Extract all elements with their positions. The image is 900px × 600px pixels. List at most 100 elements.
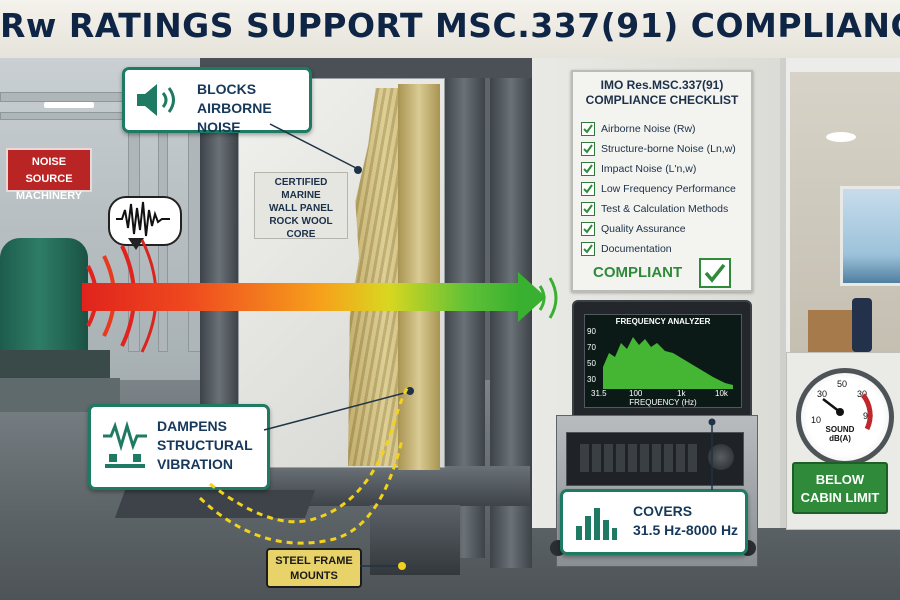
- mounts-line2: MOUNTS: [290, 570, 338, 582]
- machinery-base: [0, 350, 110, 380]
- callout-vibration: DAMPENS STRUCTURAL VIBRATION: [88, 404, 270, 490]
- page-title: Rw RATINGS SUPPORT MSC.337(91) COMPLIANC…: [0, 6, 900, 45]
- checklist-item: Impact Noise (L'n,w): [581, 160, 696, 178]
- x-tick-label: 10k: [715, 389, 728, 398]
- mounts-leader: [360, 562, 406, 570]
- frequency-analyzer: FREQUENCY ANALYZER 90 70 50 30 31.5 100 …: [572, 300, 752, 422]
- checklist-item-label: Airborne Noise (Rw): [601, 123, 696, 135]
- spectrum-plot: [603, 337, 733, 389]
- callout-vibration-text: DAMPENS STRUCTURAL VIBRATION: [157, 417, 253, 474]
- check-icon: [581, 202, 595, 216]
- callout-frequency-line2: 31.5 Hz-8000 Hz: [633, 522, 739, 538]
- gauge-needle: [822, 393, 873, 431]
- callout-airborne-line1: BLOCKS: [197, 81, 257, 97]
- callout-frequency: COVERS 31.5 Hz-8000 Hz: [560, 489, 748, 555]
- y-tick-label: 50: [587, 359, 596, 368]
- compliance-checklist: IMO Res.MSC.337(91) COMPLIANCE CHECKLIST…: [571, 70, 753, 292]
- sound-beam: [82, 283, 520, 311]
- porthole-window: [840, 186, 900, 286]
- panel-label-line1: CERTIFIED MARINE: [274, 177, 328, 201]
- y-tick-label: 70: [587, 343, 596, 352]
- callout-vibration-line1: DAMPENS: [157, 418, 228, 434]
- keypad[interactable]: [580, 444, 700, 472]
- check-icon: [581, 162, 595, 176]
- y-tick-label: 90: [587, 327, 596, 336]
- check-icon: [581, 242, 595, 256]
- checklist-item: Structure-borne Noise (Ln,w): [581, 140, 736, 158]
- sound-waves-green: [538, 277, 558, 319]
- compliant-check-icon: [699, 258, 731, 288]
- y-tick-label: 30: [587, 375, 596, 384]
- check-icon: [581, 122, 595, 136]
- machinery-pump: [0, 238, 88, 358]
- compliant-status: COMPLIANT: [593, 264, 683, 281]
- callout-airborne-text: BLOCKS AIRBORNE NOISE: [197, 80, 309, 137]
- below-limit-line2: CABIN LIMIT: [800, 490, 880, 505]
- panel-label-line2: WALL PANEL: [268, 203, 334, 214]
- cabin-chair: [852, 298, 872, 352]
- gauge-label-line2: dB(A): [829, 434, 851, 443]
- callout-airborne: BLOCKS AIRBORNE NOISE: [122, 67, 312, 135]
- vibration-path: [198, 383, 412, 545]
- callout-frequency-line1: COVERS: [633, 503, 693, 519]
- noise-source-line2: MACHINERY: [15, 190, 83, 202]
- checklist-item: Low Frequency Performance: [581, 180, 736, 198]
- checklist-item-label: Impact Noise (L'n,w): [601, 163, 697, 175]
- check-icon: [581, 142, 595, 156]
- gauge-label-line1: SOUND: [825, 425, 855, 434]
- sound-gauge: 10 30 50 30 90 SOUND dB(A): [796, 368, 894, 466]
- sound-beam-arrowhead: [518, 272, 546, 322]
- check-icon: [581, 182, 595, 196]
- gauge-label: SOUND dB(A): [825, 425, 855, 443]
- checklist-title: IMO Res.MSC.337(91) COMPLIANCE CHECKLIST: [573, 78, 751, 108]
- checklist-title-line2: COMPLIANCE CHECKLIST: [585, 93, 739, 107]
- speaker-icon: [133, 78, 183, 122]
- checklist-title-line1: IMO Res.MSC.337(91): [600, 78, 724, 92]
- gauge-tick: 10: [811, 415, 822, 425]
- panel-label: CERTIFIED MARINE WALL PANEL ROCK WOOL CO…: [254, 172, 348, 240]
- below-limit-line1: BELOW: [815, 472, 865, 487]
- bubble-tail: [128, 238, 144, 250]
- checklist-item-label: Documentation: [601, 243, 672, 255]
- callout-airborne-leader: [269, 123, 362, 174]
- callout-vibration-line3: VIBRATION: [157, 456, 233, 472]
- mounts-label: STEEL FRAME MOUNTS: [266, 548, 362, 588]
- rock-wool-core-cut: [398, 84, 440, 470]
- noise-source-sign: NOISE SOURCE MACHINERY: [6, 148, 92, 202]
- check-icon: [581, 222, 595, 236]
- callout-frequency-leader: [708, 418, 716, 490]
- gauge-tick: 30: [817, 389, 828, 399]
- vibration-icon: [101, 419, 149, 473]
- noise-source-line1: NOISE SOURCE: [25, 156, 73, 185]
- x-tick-label: 31.5: [591, 389, 607, 398]
- waveform-icon: [116, 201, 170, 237]
- below-limit-badge: BELOW CABIN LIMIT: [792, 462, 888, 514]
- x-axis-label: FREQUENCY (Hz): [629, 398, 697, 407]
- noise-bubble: [108, 196, 182, 246]
- cabin-desk: [808, 310, 858, 352]
- gauge-tick: 50: [837, 379, 848, 389]
- callout-vibration-line2: STRUCTURAL: [157, 437, 253, 453]
- checklist-item-label: Low Frequency Performance: [601, 183, 736, 195]
- x-tick-label: 100: [629, 389, 643, 398]
- checklist-item: Documentation: [581, 240, 672, 258]
- bar-chart-icon: [573, 500, 619, 544]
- callout-airborne-line2: AIRBORNE NOISE: [197, 100, 272, 135]
- cabin-light: [826, 132, 856, 142]
- checklist-item-label: Test & Calculation Methods: [601, 203, 729, 215]
- title-bar: [0, 0, 900, 58]
- ceiling-light: [44, 102, 94, 108]
- checklist-item-label: Quality Assurance: [601, 223, 686, 235]
- checklist-item-label: Structure-borne Noise (Ln,w): [601, 143, 736, 155]
- mounts-line1: STEEL FRAME: [275, 555, 353, 567]
- checklist-item: Quality Assurance: [581, 220, 686, 238]
- checklist-item: Airborne Noise (Rw): [581, 120, 696, 138]
- panel-label-line3: ROCK WOOL CORE: [269, 216, 333, 240]
- mount-block: [370, 505, 460, 575]
- x-tick-label: 1k: [677, 389, 686, 398]
- analyzer-screen: FREQUENCY ANALYZER 90 70 50 30 31.5 100 …: [584, 314, 742, 408]
- gauge-tick: 30: [857, 389, 868, 399]
- analyzer-title: FREQUENCY ANALYZER: [615, 317, 711, 326]
- callout-frequency-text: COVERS 31.5 Hz-8000 Hz: [633, 502, 738, 540]
- checklist-item: Test & Calculation Methods: [581, 200, 728, 218]
